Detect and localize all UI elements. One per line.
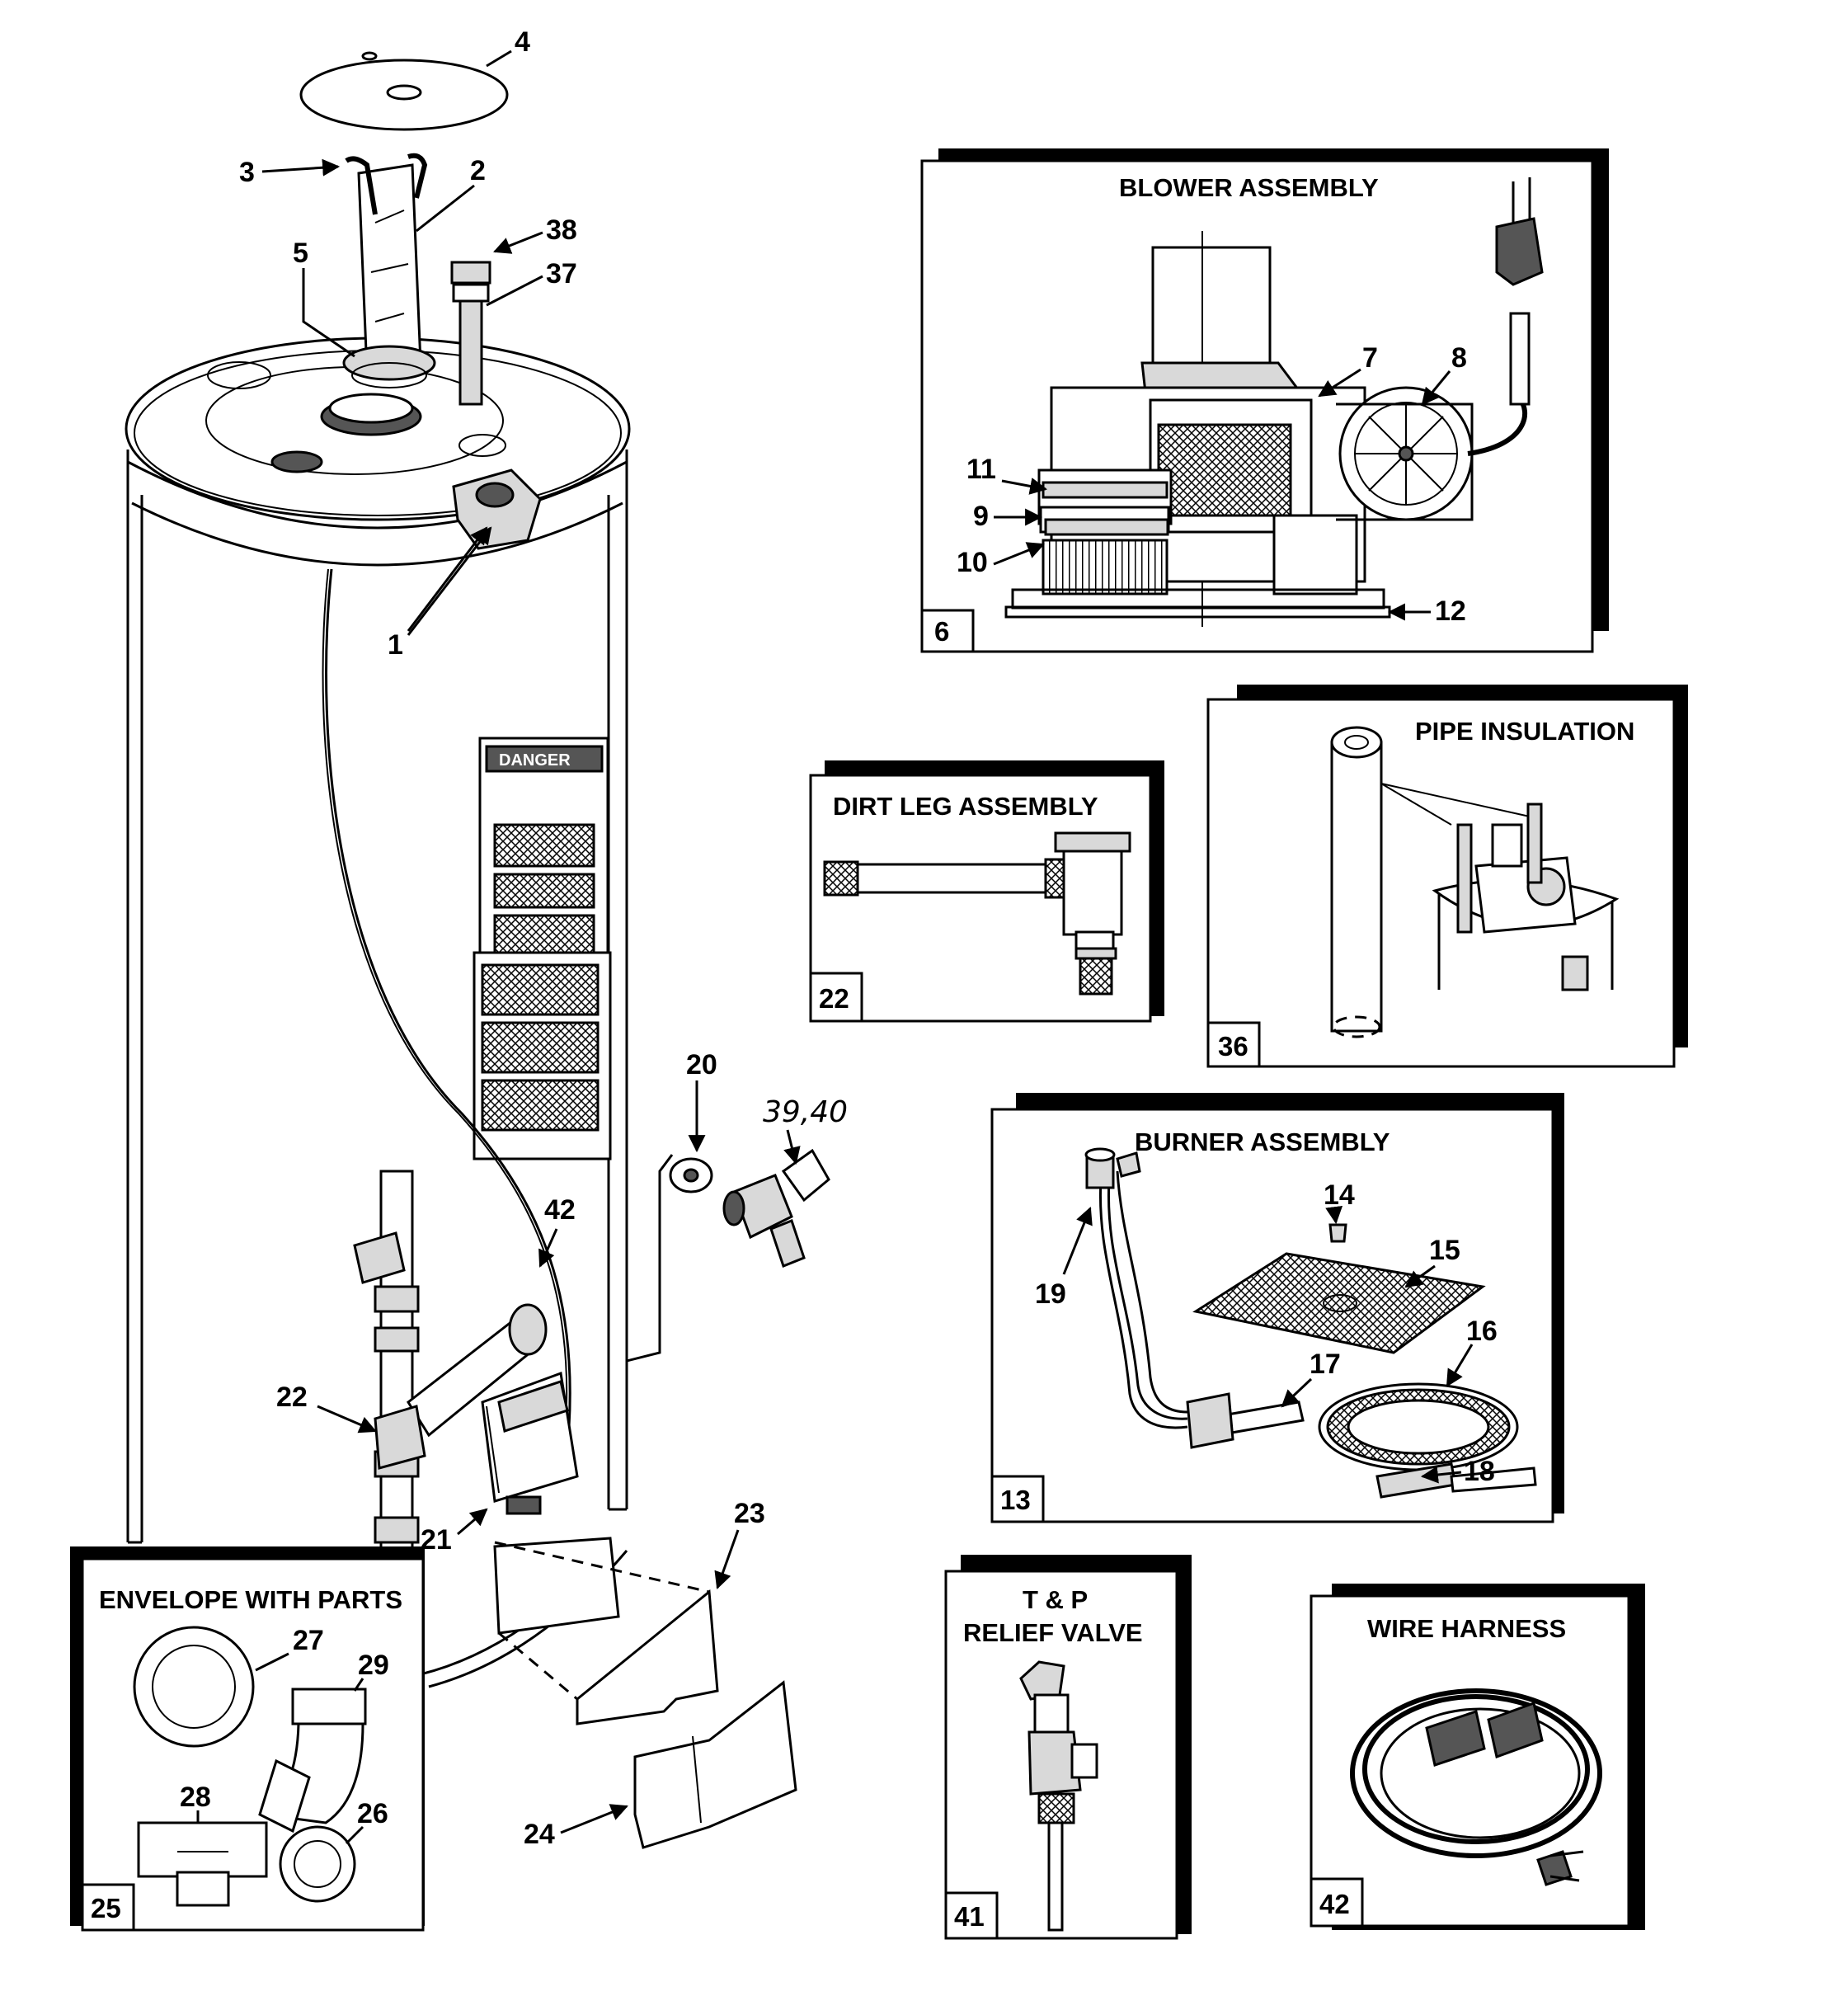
tp-number: 41: [954, 1901, 985, 1932]
panel-tp-relief-valve: T & P RELIEF VALVE 41: [944, 1555, 1192, 1940]
callout-38: 38: [546, 214, 577, 246]
drain-valve-39-40: [626, 1148, 830, 1363]
callout-27: 27: [293, 1625, 324, 1656]
tp-title-line2: RELIEF VALVE: [963, 1618, 1143, 1647]
water-heater-main: DANGER: [125, 51, 830, 1849]
envelope-number: 25: [91, 1893, 121, 1923]
callout-26: 26: [357, 1798, 388, 1829]
callout-16: 16: [1466, 1316, 1498, 1347]
callout-7: 7: [1362, 342, 1378, 374]
gas-pipe-22: [353, 1170, 548, 1561]
callout-28: 28: [180, 1782, 211, 1813]
callout-37: 37: [546, 258, 577, 290]
tp-title-line1: T & P: [1023, 1585, 1088, 1614]
burner-number: 13: [1000, 1485, 1031, 1515]
callout-18: 18: [1464, 1456, 1495, 1487]
callout-3: 3: [239, 157, 255, 188]
callout-14: 14: [1324, 1179, 1355, 1211]
panel-envelope-with-parts: ENVELOPE WITH PARTS 25 27 29 28 26: [70, 1546, 425, 1932]
wire-harness-number: 42: [1319, 1889, 1350, 1919]
danger-label-text: DANGER: [499, 751, 571, 770]
callout-12: 12: [1435, 596, 1466, 627]
callout-19: 19: [1035, 1278, 1066, 1310]
callout-5: 5: [293, 238, 308, 269]
callout-2: 2: [470, 155, 486, 186]
callout-22: 22: [276, 1382, 308, 1413]
pipe-insulation-title: PIPE INSULATION: [1415, 717, 1634, 746]
wire-harness-title: WIRE HARNESS: [1367, 1614, 1566, 1643]
dirt-leg-title: DIRT LEG ASSEMBLY: [833, 792, 1098, 821]
gas-control-valve-21: [481, 1371, 579, 1515]
panel-wire-harness: WIRE HARNESS 42: [1310, 1584, 1645, 1930]
callout-20: 20: [686, 1049, 717, 1080]
blower-title: BLOWER ASSEMBLY: [1119, 173, 1379, 202]
panel-burner-assembly: BURNER ASSEMBLY 13 14 15 16 17 18: [990, 1093, 1564, 1523]
callout-15: 15: [1429, 1235, 1460, 1266]
callout-4: 4: [515, 26, 530, 58]
callout-42: 42: [544, 1194, 576, 1226]
panel-blower-assembly: BLOWER ASSEMBLY 6 7 8 11: [920, 148, 1609, 653]
panel-dirt-leg-assembly: DIRT LEG ASSEMBLY 22: [809, 760, 1164, 1023]
danger-labels: DANGER: [473, 737, 612, 1160]
callout-21: 21: [421, 1524, 452, 1556]
nipple-37: [458, 295, 483, 406]
callout-29: 29: [358, 1650, 389, 1681]
callout-23: 23: [734, 1498, 765, 1529]
envelope-title: ENVELOPE WITH PARTS: [99, 1585, 402, 1614]
burner-title: BURNER ASSEMBLY: [1135, 1127, 1390, 1156]
pipe-insulation-number: 36: [1218, 1031, 1248, 1062]
callout-17: 17: [1310, 1349, 1341, 1380]
callout-10: 10: [957, 547, 988, 578]
outer-door-23: [576, 1589, 719, 1725]
callout-9: 9: [973, 501, 989, 532]
callout-39-40: 39,40: [763, 1095, 848, 1129]
main-callouts: 4 3 2 5 38 37 1 20 39,40 42 22 21 23 24: [239, 26, 848, 1850]
blower-number: 6: [934, 616, 949, 647]
panel-pipe-insulation: PIPE INSULATION 36: [1206, 685, 1688, 1068]
callout-24: 24: [524, 1819, 555, 1850]
callout-1: 1: [388, 629, 403, 661]
dirt-leg-number: 22: [819, 983, 849, 1014]
callout-11: 11: [966, 454, 996, 485]
inner-door-24: [633, 1680, 797, 1849]
callout-8: 8: [1451, 342, 1467, 374]
